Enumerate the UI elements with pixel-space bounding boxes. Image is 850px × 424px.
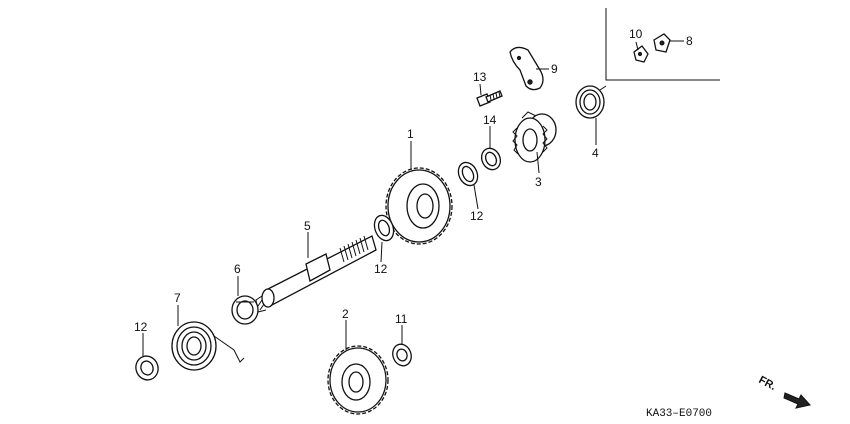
front-label: FR. — [757, 374, 778, 393]
callout-4: 4 — [592, 146, 599, 160]
callout-9: 9 — [551, 62, 558, 76]
washer-part-14 — [480, 147, 502, 171]
clip-part-8 — [653, 33, 671, 53]
inset-frame — [605, 8, 720, 81]
ratchet-part — [512, 111, 557, 163]
callout-5: 5 — [304, 219, 311, 233]
kick-spring-part — [171, 321, 245, 371]
shaft-part — [255, 235, 377, 313]
callout-12-lower-left: 12 — [134, 320, 148, 334]
front-direction-indicator: FR. — [757, 374, 811, 409]
callout-2: 2 — [342, 307, 349, 321]
callout-7: 7 — [174, 291, 181, 305]
callout-11: 11 — [395, 312, 408, 326]
bracket-plate-part — [509, 46, 544, 91]
spring-part-4 — [575, 85, 607, 119]
callout-12-upper: 12 — [470, 209, 484, 223]
callout-14: 14 — [483, 113, 497, 127]
gear-part-1 — [385, 167, 453, 245]
washer-part-11 — [392, 343, 412, 367]
washer-part-12-upper — [457, 161, 479, 187]
callout-10: 10 — [629, 27, 643, 41]
front-arrow-icon — [783, 392, 811, 409]
callout-6: 6 — [234, 262, 241, 276]
bushing-part-6 — [231, 295, 259, 325]
callout-12-middle: 12 — [374, 262, 388, 276]
callout-1: 1 — [407, 127, 414, 141]
bolt-part — [476, 90, 503, 107]
callout-8: 8 — [686, 34, 693, 48]
callout-13: 13 — [473, 70, 487, 84]
callout-3: 3 — [535, 175, 542, 189]
washer-part-12-middle — [373, 214, 395, 242]
clip-part-10 — [633, 45, 649, 63]
leader-lines — [142, 40, 684, 356]
diagram-code: KA33–E0700 — [646, 408, 712, 420]
washer-part-12-lower — [135, 355, 159, 381]
gear-part-2 — [327, 345, 389, 415]
